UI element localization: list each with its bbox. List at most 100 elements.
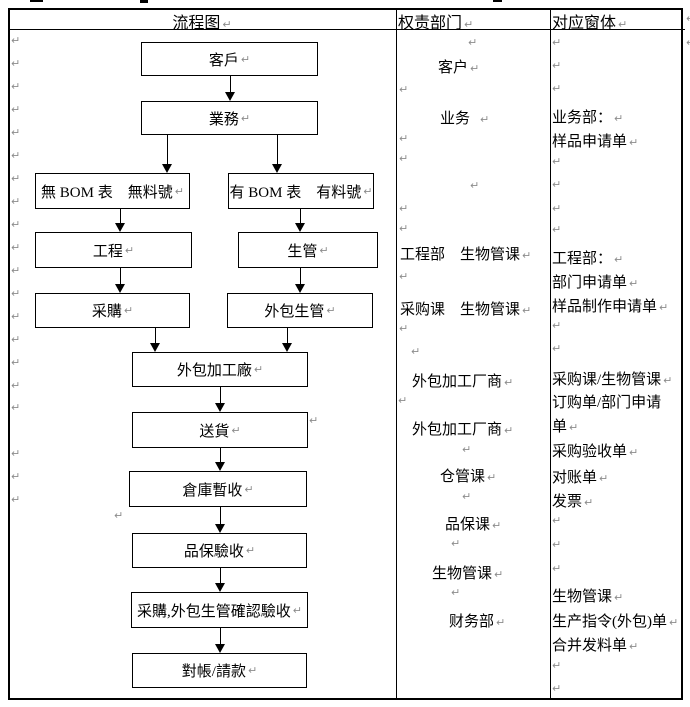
paragraph-mark-icon: ↵ — [552, 36, 562, 49]
paragraph-mark-icon: ↵ — [399, 222, 409, 235]
paragraph-mark-icon: ↵ — [222, 18, 232, 31]
form-line: 单↵ — [552, 415, 578, 436]
paragraph-mark-icon: ↵ — [399, 152, 409, 165]
department-line: 客户↵ — [438, 56, 479, 77]
flow-arrowhead-icon — [282, 343, 292, 352]
paragraph-mark-icon: ↵ — [462, 490, 472, 503]
flow-arrowhead-icon — [295, 223, 305, 232]
flow-box-label: 外包加工廠 — [176, 363, 252, 379]
flow-connector-line — [277, 135, 278, 165]
clipped-text-fragment — [493, 0, 502, 2]
paragraph-mark-icon: ↵ — [552, 178, 562, 191]
flow-connector-line — [300, 209, 301, 224]
flow-arrowhead-icon — [162, 164, 172, 173]
department-line: 业务↵ — [440, 107, 489, 128]
paragraph-mark-icon: ↵ — [552, 223, 562, 236]
flow-box-warehouse-receipt: 倉庫暫收↵ — [129, 471, 307, 507]
paragraph-mark-icon: ↵ — [124, 243, 135, 257]
header-cell-departments: 权责部门↵ — [398, 9, 473, 33]
paragraph-mark-icon: ↵ — [123, 304, 134, 317]
paragraph-mark-icon: ↵ — [504, 424, 514, 437]
header-forms-label: 对应窗体 — [552, 15, 617, 32]
department-line: 采购课 生物管课↵ — [400, 298, 531, 319]
paragraph-mark-icon: ↵ — [245, 544, 256, 557]
paragraph-mark-icon: ↵ — [669, 616, 679, 629]
paragraph-mark-icon: ↵ — [11, 287, 21, 300]
form-label: 业务部： — [552, 110, 613, 126]
flow-arrowhead-icon — [150, 343, 160, 352]
form-label: 生物管课 — [552, 589, 613, 605]
paragraph-mark-icon: ↵ — [11, 470, 21, 483]
paragraph-mark-icon: ↵ — [599, 472, 609, 485]
paragraph-mark-icon: ↵ — [552, 682, 562, 695]
flow-box-label: 倉庫暫收 — [182, 482, 243, 499]
paragraph-mark-icon: ↵ — [629, 446, 639, 459]
paragraph-mark-icon: ↵ — [552, 659, 562, 672]
paragraph-mark-icon: ↵ — [552, 342, 562, 355]
paragraph-mark-icon: ↵ — [326, 304, 336, 317]
flow-connector-line — [167, 135, 168, 165]
paragraph-mark-icon: ↵ — [114, 509, 124, 522]
flow-connector-line — [120, 268, 121, 285]
flow-connector-line — [220, 507, 221, 525]
flow-arrowhead-icon — [272, 164, 282, 173]
flow-connector-line — [287, 328, 288, 344]
header-cell-forms: 对应窗体↵ — [552, 9, 627, 33]
paragraph-mark-icon: ↵ — [504, 376, 514, 389]
paragraph-mark-icon: ↵ — [522, 249, 532, 262]
flow-box-sales: 業務↵ — [141, 101, 318, 135]
row-end-mark-icon: ↵ — [686, 37, 690, 48]
flow-box-has-bom: 有 BOM 表 有料號↵ — [228, 173, 374, 209]
department-line: 工程部 生物管课↵ — [400, 243, 531, 264]
department-line: 品保课↵ — [445, 513, 501, 534]
paragraph-mark-icon: ↵ — [552, 155, 562, 168]
form-label: 部门申请单 — [552, 275, 628, 291]
flow-arrowhead-icon — [115, 223, 125, 232]
paragraph-mark-icon: ↵ — [552, 538, 562, 551]
paragraph-mark-icon: ↵ — [614, 112, 624, 125]
paragraph-mark-icon: ↵ — [11, 401, 21, 414]
paragraph-mark-icon: ↵ — [663, 374, 673, 387]
table-column-divider-2 — [550, 8, 551, 700]
form-line: 生物管课↵ — [552, 585, 623, 606]
paragraph-mark-icon: ↵ — [411, 345, 421, 358]
flow-arrowhead-icon — [215, 644, 225, 653]
paragraph-mark-icon: ↵ — [231, 423, 241, 437]
form-label: 采购验收单 — [552, 444, 628, 460]
paragraph-mark-icon: ↵ — [11, 310, 21, 323]
department-label: 客户 — [438, 60, 469, 76]
flow-connector-line — [220, 628, 221, 645]
paragraph-mark-icon: ↵ — [399, 202, 409, 215]
form-label: 采购课/生物管课 — [552, 372, 662, 388]
department-label: 品保课 — [445, 517, 491, 533]
paragraph-mark-icon: ↵ — [399, 83, 409, 96]
paragraph-mark-icon: ↵ — [468, 36, 478, 49]
form-label: 样品制作申请单 — [552, 299, 658, 315]
paragraph-mark-icon: ↵ — [11, 218, 21, 231]
header-departments-label: 权责部门 — [398, 15, 463, 32]
paragraph-mark-icon: ↵ — [552, 59, 562, 72]
flow-connector-line — [155, 328, 156, 344]
flow-arrowhead-icon — [215, 403, 225, 412]
department-label: 采购课 生物管课 — [400, 302, 521, 318]
flow-box-purchasing: 采購↵ — [35, 293, 190, 328]
paragraph-mark-icon: ↵ — [11, 34, 21, 47]
department-line: 生物管课↵ — [432, 562, 503, 583]
paragraph-mark-icon: ↵ — [247, 664, 258, 677]
department-line: 仓管课↵ — [440, 465, 496, 486]
form-label: 对账单 — [552, 470, 598, 486]
table-header-divider — [8, 29, 685, 30]
form-label: 订购单/部门申请 — [552, 395, 662, 411]
paragraph-mark-icon: ↵ — [399, 132, 409, 145]
flow-box-outsourcing-factory: 外包加工廠↵ — [132, 352, 308, 387]
flow-box-engineering: 工程↵ — [35, 232, 192, 268]
form-line: 采购课/生物管课↵ — [552, 368, 672, 389]
flow-arrowhead-icon — [215, 583, 225, 592]
flow-box-label: 采購,外包生管確認驗收 — [137, 603, 291, 620]
flow-box-reconcile-payment: 對帳/請款↵ — [132, 653, 307, 688]
department-label: 财务部 — [449, 614, 495, 630]
paragraph-mark-icon: ↵ — [240, 111, 251, 125]
form-label: 样品申请单 — [552, 134, 628, 150]
flow-box-label: 對帳/請款 — [181, 664, 246, 680]
